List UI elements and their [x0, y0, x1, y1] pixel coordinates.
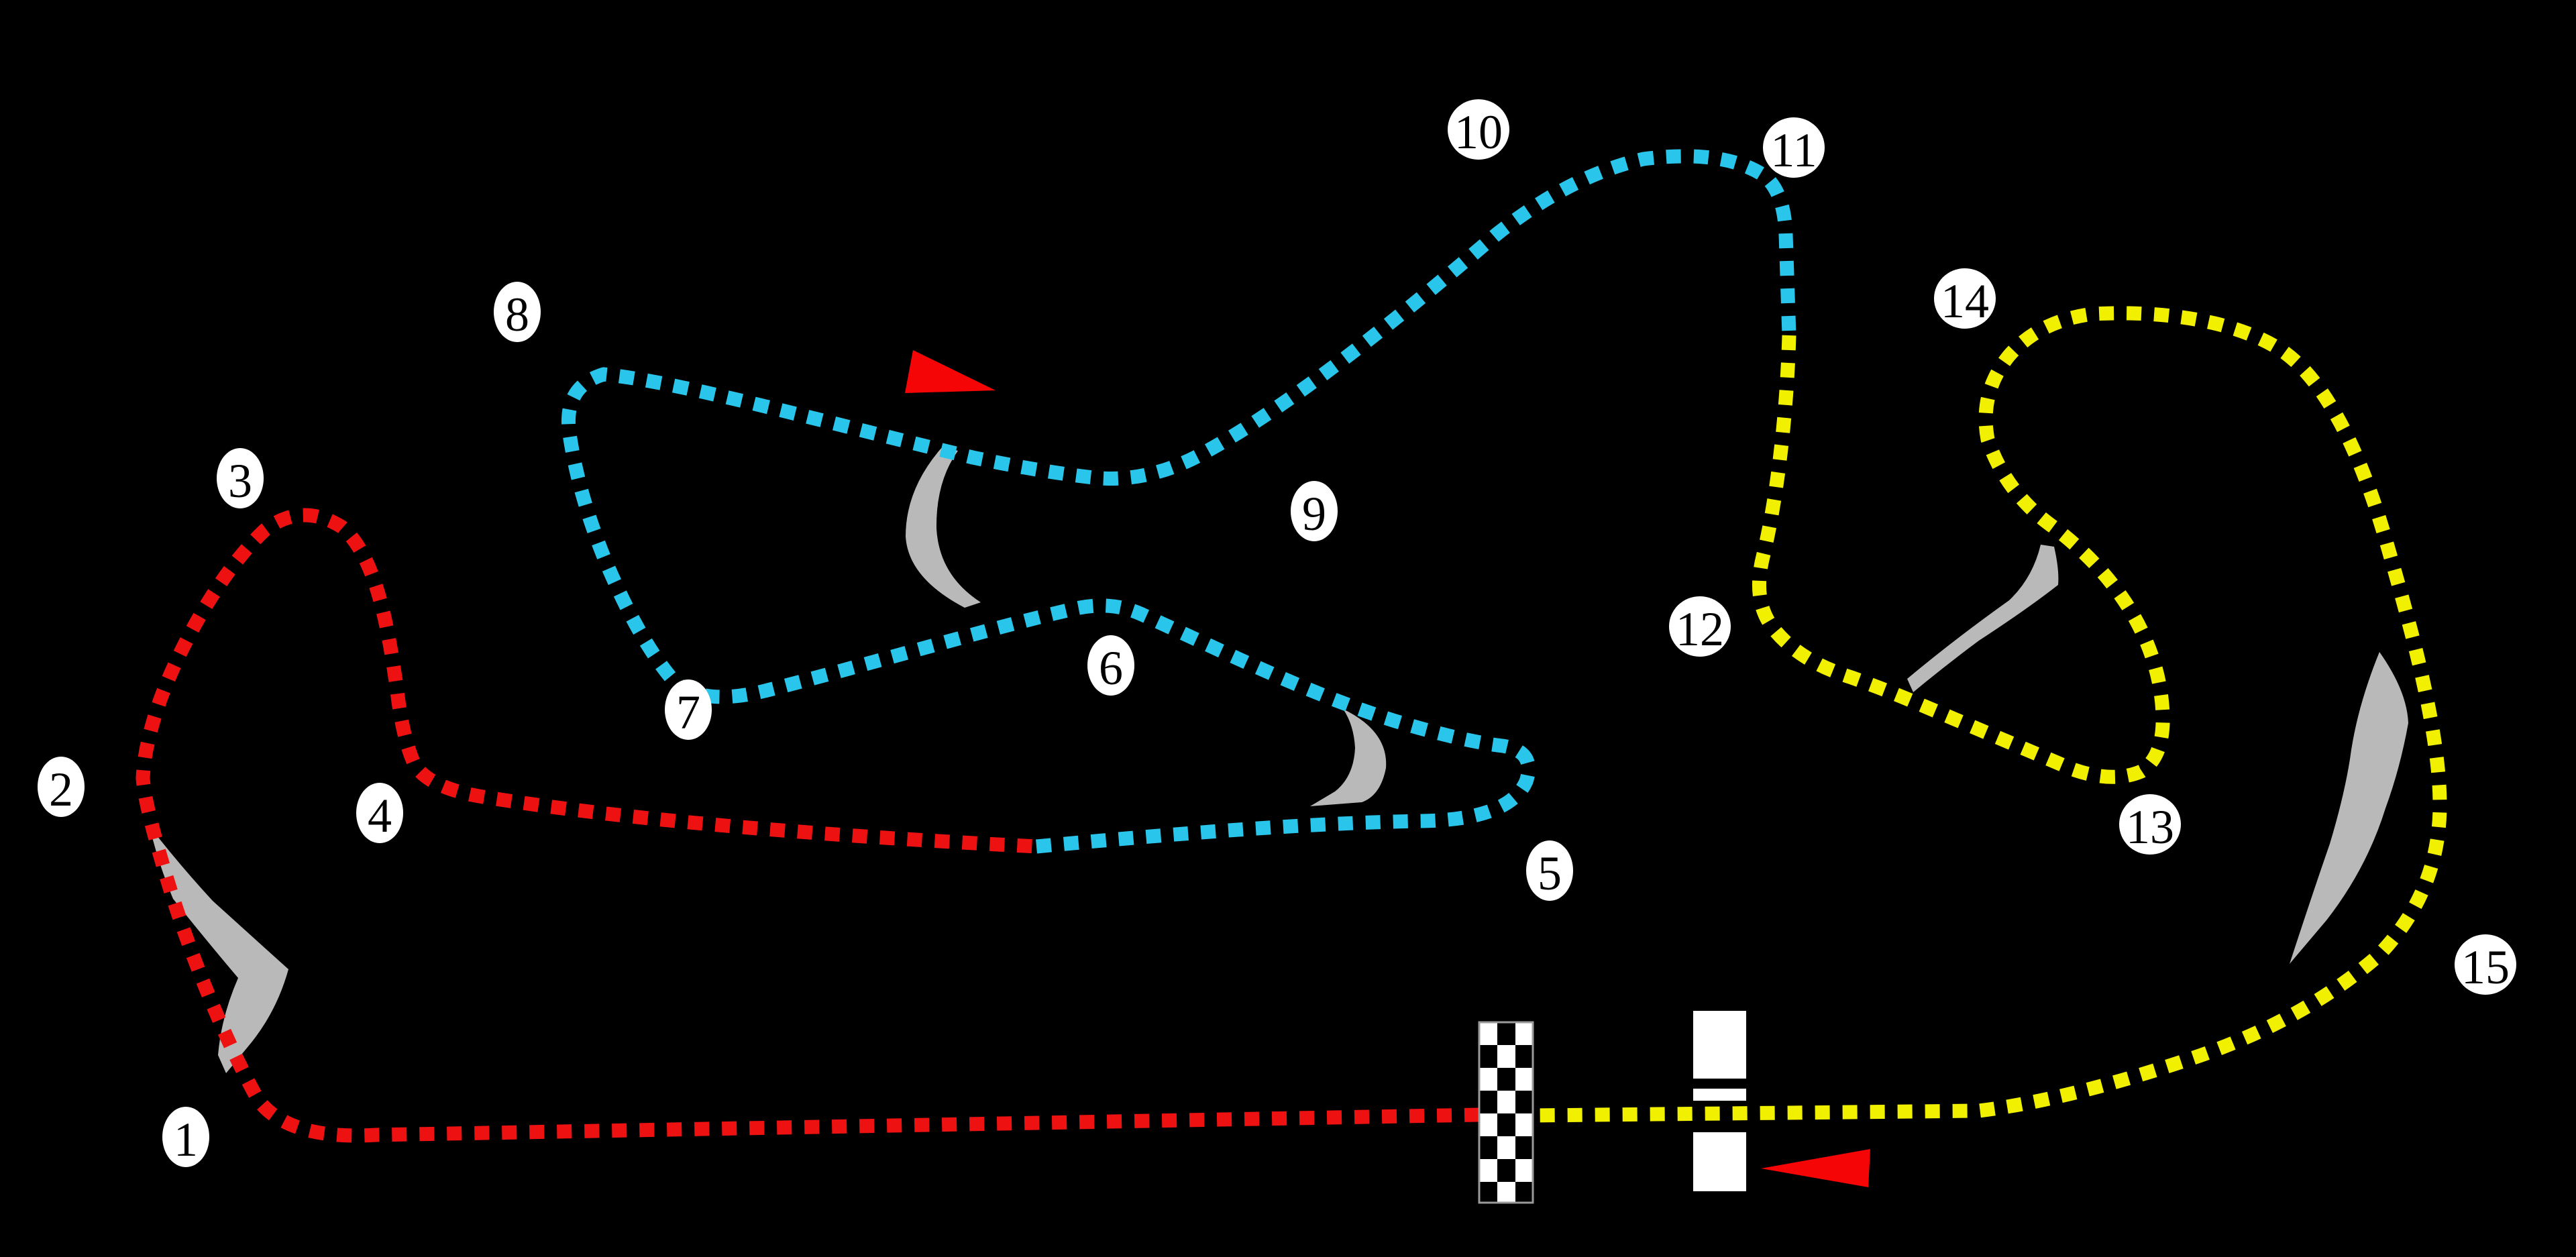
turn-marker-2: 2 — [38, 757, 85, 817]
turn-number: 3 — [228, 454, 252, 508]
turn-marker-circle — [356, 783, 403, 843]
turn-marker-circle — [2119, 794, 2181, 855]
turn-marker-circle — [1087, 635, 1134, 696]
turn-marker-circle — [2455, 934, 2516, 995]
turn-number: 9 — [1302, 487, 1326, 541]
turn-number: 5 — [1538, 846, 1562, 900]
turn-marker-15: 15 — [2455, 934, 2516, 995]
sector-1-path — [136, 508, 1480, 1143]
turn-marker-10: 10 — [1448, 99, 1509, 160]
turn-number: 8 — [505, 288, 529, 341]
turn-number: 11 — [1770, 123, 1817, 177]
sector-2-path — [561, 149, 1796, 854]
turn-number: 15 — [2461, 940, 2510, 994]
turn-marker-14: 14 — [1934, 268, 1996, 329]
turn-marker-circle — [1763, 117, 1825, 178]
start-finish-border — [1478, 1021, 1534, 1204]
road-patches — [150, 447, 2408, 1073]
turn-number: 10 — [1454, 105, 1503, 159]
sector-3-path — [1532, 306, 2447, 1123]
turn-marker-5: 5 — [1526, 840, 1573, 901]
road-patch-turn12-13 — [1907, 545, 2059, 692]
turn-number: 7 — [676, 686, 700, 739]
turn-marker-circle — [1448, 99, 1509, 160]
turn-marker-3: 3 — [217, 448, 264, 508]
turn-marker-6: 6 — [1087, 635, 1134, 696]
turn-marker-4: 4 — [356, 783, 403, 843]
turn-number: 13 — [2126, 800, 2174, 854]
turn-marker-circle — [1291, 481, 1338, 541]
turn-number: 2 — [49, 763, 73, 816]
turn-number: 1 — [174, 1113, 198, 1166]
road-patch-turn1-2 — [150, 826, 288, 1073]
turn-marker-8: 8 — [494, 282, 541, 342]
road-patch-turn15 — [2290, 652, 2408, 964]
turn-number: 14 — [1941, 274, 1989, 328]
turn-marker-12: 12 — [1669, 596, 1731, 657]
turn-marker-circle — [217, 448, 264, 508]
pit-block-bar — [1693, 1089, 1746, 1101]
direction-arrows — [905, 350, 1870, 1187]
direction-arrow-left-icon — [1761, 1149, 1870, 1187]
road-patch-turn9 — [906, 447, 981, 608]
start-finish-line — [1478, 1021, 1534, 1204]
turn-marker-circle — [1669, 596, 1731, 657]
turn-marker-circle — [38, 757, 85, 817]
turn-marker-circle — [162, 1107, 209, 1167]
turn-number: 4 — [368, 789, 392, 842]
turn-marker-7: 7 — [665, 679, 712, 740]
direction-arrow-right-icon — [905, 350, 996, 393]
turn-marker-circle — [494, 282, 541, 342]
pit-block-bottom — [1693, 1132, 1746, 1191]
road-patch-turn5 — [1310, 709, 1387, 806]
turn-number: 12 — [1676, 602, 1724, 656]
turn-number: 6 — [1099, 641, 1123, 695]
turn-marker-circle — [665, 679, 712, 740]
turn-marker-13: 13 — [2119, 794, 2181, 855]
turn-marker-11: 11 — [1763, 117, 1825, 178]
pit-lane-blocks — [1693, 1011, 1746, 1191]
turn-marker-1: 1 — [162, 1107, 209, 1167]
turn-marker-circle — [1526, 840, 1573, 901]
turn-marker-circle — [1934, 268, 1996, 329]
turn-marker-9: 9 — [1291, 481, 1338, 541]
pit-block-top — [1693, 1011, 1746, 1079]
